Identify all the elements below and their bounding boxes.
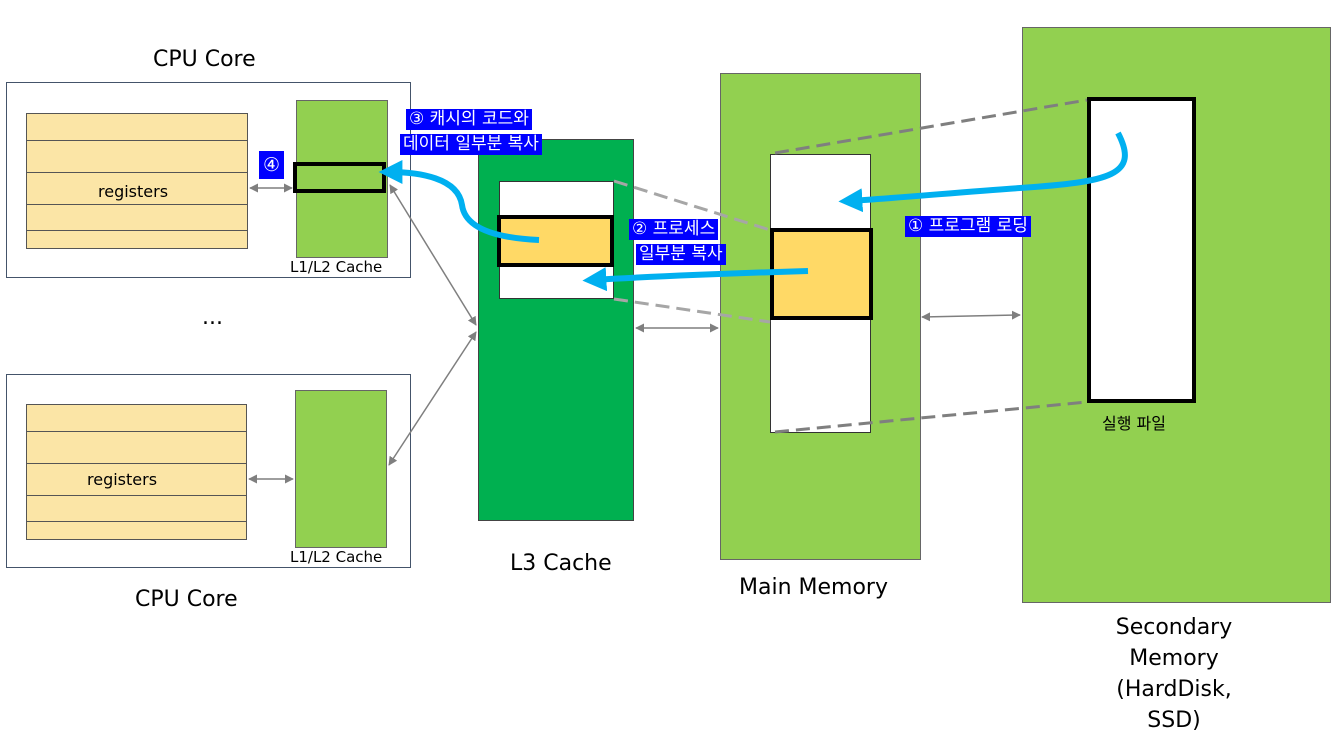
cpu-core-bottom-title: CPU Core [135, 587, 238, 612]
registers-top [26, 113, 248, 249]
secondary-memory-label-line3: (HardDisk, [1116, 677, 1232, 702]
executable-file-label: 실행 파일 [1102, 414, 1166, 433]
registers-top-label: registers [98, 182, 169, 201]
registers-bottom-label: registers [87, 470, 158, 489]
step3-tag-line2: 데이터 일부분 복사 [400, 134, 542, 155]
step2-tag-line1: ② 프로세스 [629, 219, 719, 240]
secondary-memory-label-line4: SSD) [1147, 708, 1201, 733]
main-memory-copied-block [770, 228, 873, 320]
cpu-core-top-title: CPU Core [153, 47, 256, 72]
step4-tag: ④ [259, 151, 285, 179]
link-memory-disk [921, 310, 1021, 322]
secondary-memory-label-line1: Secondary [1115, 615, 1233, 640]
core-ellipsis: ... [202, 305, 223, 330]
l1-l2-cache-top [296, 100, 388, 258]
l1-l2-cache-bottom [295, 390, 387, 548]
step3-tag-line1: ③ 캐시의 코드와 [406, 109, 532, 130]
secondary-memory-label-line2: Memory [1129, 646, 1219, 671]
step1-tag: ① 프로그램 로딩 [905, 216, 1031, 237]
registers-bottom [26, 404, 247, 540]
executable-file [1087, 97, 1196, 403]
l3-cache-label: L3 Cache [510, 551, 612, 576]
step2-tag-line2: 일부분 복사 [636, 244, 726, 265]
main-memory-label: Main Memory [739, 575, 888, 600]
cache-bottom-label: L1/L2 Cache [290, 548, 383, 566]
cache-top-label: L1/L2 Cache [290, 258, 383, 276]
l3-copied-block [497, 215, 614, 267]
l1-l2-cache-line-highlight [293, 162, 386, 193]
